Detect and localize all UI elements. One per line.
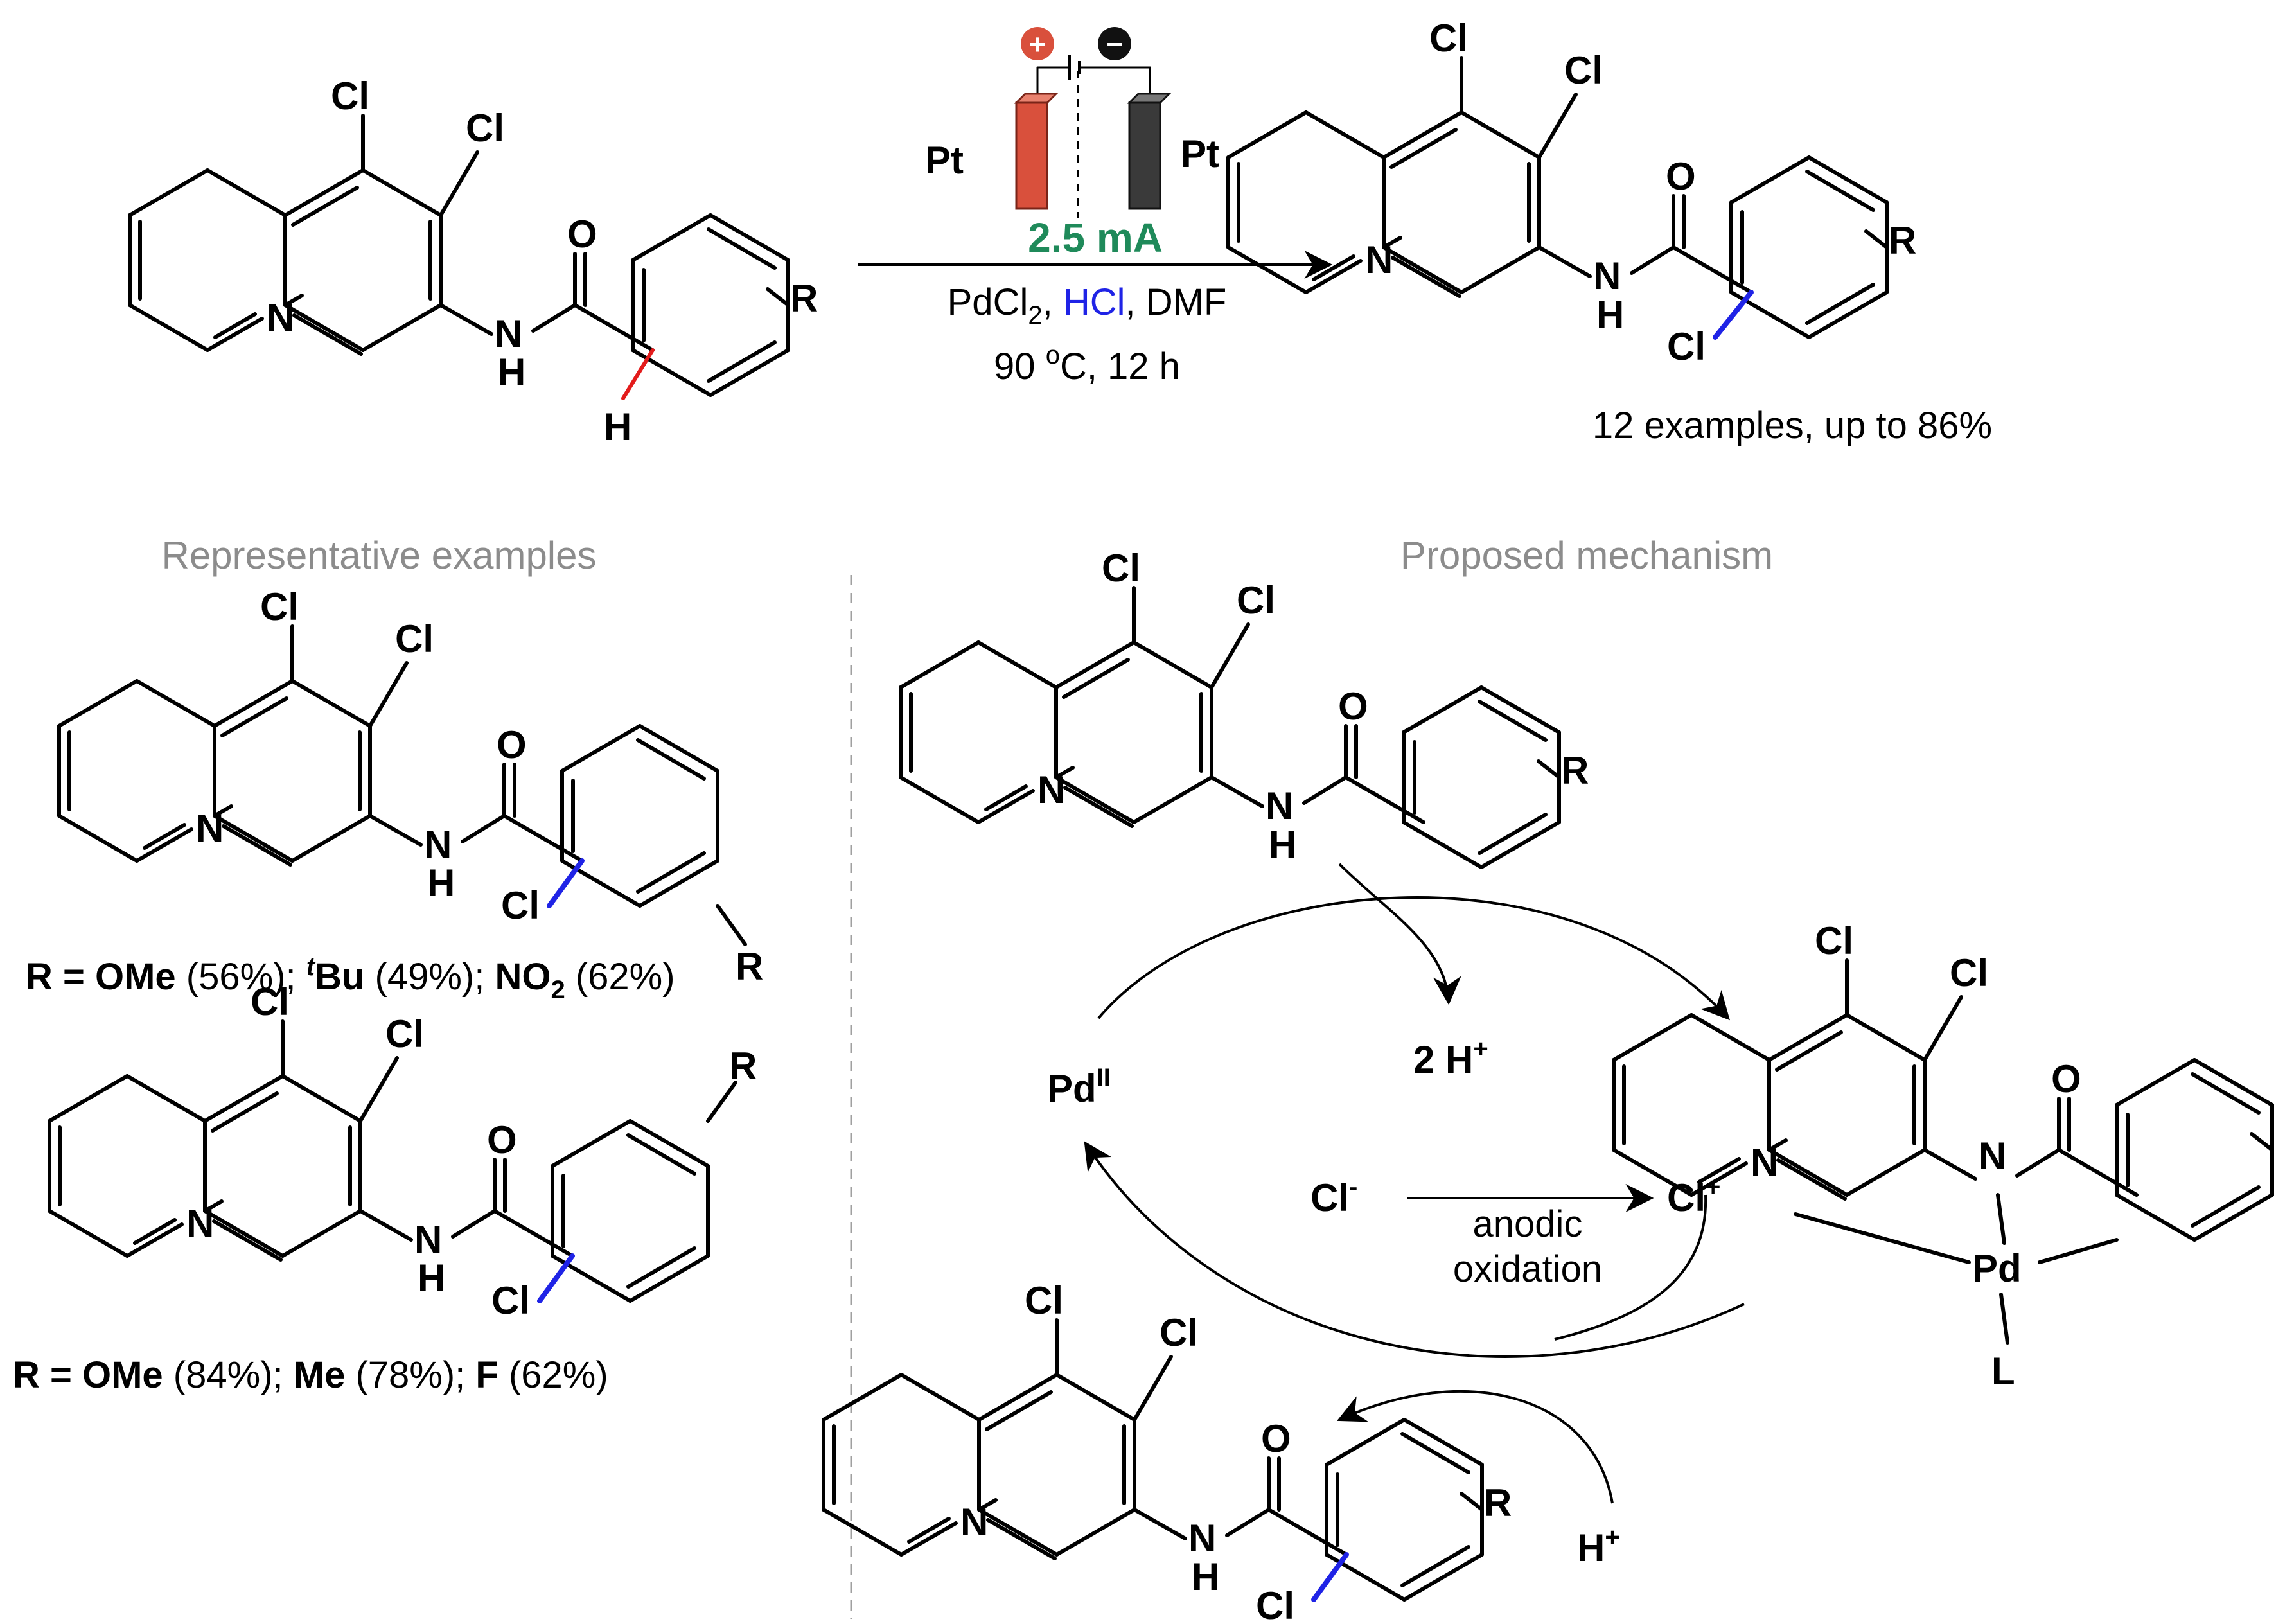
example-1-structure: Cl Cl N N H O Cl R: [59, 585, 763, 988]
cl-5: Cl: [331, 75, 369, 118]
n-amide: N: [414, 1218, 442, 1261]
two-protons: 2 H+: [1413, 1035, 1488, 1081]
conditions-line2: 90 oC, 12 h: [994, 341, 1180, 387]
conditions-line1: PdCl2, HCl, DMF: [948, 281, 1227, 330]
cycle-arrow-bottom: [1084, 1141, 1745, 1358]
n-quinoline: N: [186, 1202, 214, 1245]
cl-5: Cl: [1429, 17, 1468, 60]
example-2-caption: R = OMe (84%); Me (78%); F (62%): [13, 1354, 608, 1396]
o-carbonyl: O: [1338, 685, 1368, 728]
anode-electrode: [1015, 102, 1048, 210]
examples-heading: Representative examples: [161, 534, 596, 577]
electrode-left-label: Pt: [925, 139, 964, 182]
cl-5: Cl: [1815, 919, 1853, 962]
pd-ii-label: PdII: [1047, 1064, 1111, 1110]
substrate-entry-arrow: [1338, 863, 1461, 1005]
product-release-arrow: [1337, 1390, 1614, 1504]
n-quinoline: N: [1365, 238, 1393, 281]
chloride-label: Cl-: [1310, 1173, 1357, 1219]
cl-ortho: Cl: [501, 884, 540, 927]
mech-palladacycle: Cl Cl N N O Pd L R: [1614, 919, 2276, 1393]
o-carbonyl: O: [487, 1118, 517, 1161]
n-quinoline: N: [267, 296, 294, 339]
o-carbonyl: O: [2051, 1057, 2081, 1100]
o-carbonyl: O: [567, 213, 597, 256]
cl-7: Cl: [395, 617, 434, 660]
n-amide: N: [1979, 1134, 2006, 1178]
r-group: R: [2274, 1122, 2276, 1165]
r-group: R: [1561, 749, 1589, 792]
chloronium-label: Cl+: [1667, 1173, 1720, 1219]
r-group: R: [1484, 1481, 1512, 1524]
cl-5: Cl: [251, 980, 289, 1023]
cl-7: Cl: [466, 107, 504, 150]
cl-7: Cl: [1237, 579, 1275, 622]
n-quinoline: N: [960, 1501, 988, 1544]
o-carbonyl: O: [497, 723, 527, 766]
electrode-right-label: Pt: [1181, 132, 1219, 175]
o-carbonyl: O: [1261, 1417, 1291, 1460]
mech-product: Cl Cl N N H O Cl R: [824, 1279, 1512, 1624]
cl-7: Cl: [1950, 951, 1988, 994]
r-group: R: [736, 945, 763, 988]
h-amide: H: [418, 1257, 445, 1300]
n-quinoline: N: [1751, 1141, 1778, 1184]
starting-material: Cl Cl N N H O H R: [130, 75, 818, 448]
o-carbonyl: O: [1666, 155, 1696, 198]
n-amide: N: [495, 312, 522, 355]
product: Cl Cl N N H O Cl R: [1228, 17, 1916, 368]
example-2-structure: Cl Cl N N H O Cl R: [49, 980, 757, 1322]
example-1-caption: R = OMe (56%); tBu (49%); NO2 (62%): [26, 953, 675, 1004]
electrolysis-cell: + − Pt Pt 2.5 mA: [925, 27, 1219, 261]
cl-5: Cl: [1025, 1279, 1063, 1322]
n-amide: N: [424, 823, 452, 866]
n-amide: N: [1593, 254, 1621, 297]
cl-plus-attack-arrow: [1554, 1194, 1707, 1341]
r-group: R: [790, 277, 818, 320]
n-amide: N: [1266, 784, 1293, 827]
n-quinoline: N: [196, 807, 224, 850]
mechanism-heading: Proposed mechanism: [1400, 534, 1773, 577]
anode-sign-icon: [1021, 27, 1054, 60]
cathode-electrode: [1128, 102, 1161, 210]
cl-5: Cl: [260, 585, 299, 628]
anode-sign: +: [1029, 29, 1046, 60]
n-amide: N: [1188, 1517, 1216, 1560]
h-amide: H: [1269, 823, 1296, 866]
proton-label: H+: [1577, 1523, 1620, 1569]
cl-ortho: Cl: [1256, 1584, 1294, 1624]
pd-center: Pd: [1972, 1247, 2022, 1290]
n-quinoline: N: [1037, 768, 1065, 811]
h-ortho: H: [604, 405, 631, 448]
cl-5: Cl: [1102, 547, 1140, 590]
cathode-sign-icon: [1098, 27, 1131, 60]
r-group: R: [1889, 219, 1916, 262]
mech-substrate: Cl Cl N N H O R: [901, 547, 1589, 867]
scope-summary: 12 examples, up to 86%: [1592, 405, 1992, 446]
cycle-arrow-top: [1097, 896, 1730, 1021]
h-amide: H: [1192, 1555, 1219, 1598]
oxidation-label: oxidation: [1453, 1248, 1602, 1290]
cl-7: Cl: [1160, 1311, 1198, 1354]
h-amide: H: [1596, 293, 1624, 336]
cl-ortho: Cl: [1667, 325, 1706, 368]
cathode-sign: −: [1106, 29, 1123, 60]
cl-7: Cl: [385, 1012, 424, 1055]
h-amide: H: [427, 861, 455, 905]
h-amide: H: [498, 351, 525, 394]
ligand-l: L: [1991, 1350, 2015, 1393]
r-group: R: [729, 1045, 757, 1088]
cl-ortho: Cl: [491, 1279, 530, 1322]
cl-7: Cl: [1564, 49, 1603, 92]
anodic-label: anodic: [1473, 1203, 1583, 1245]
current-label: 2.5 mA: [1028, 215, 1163, 261]
